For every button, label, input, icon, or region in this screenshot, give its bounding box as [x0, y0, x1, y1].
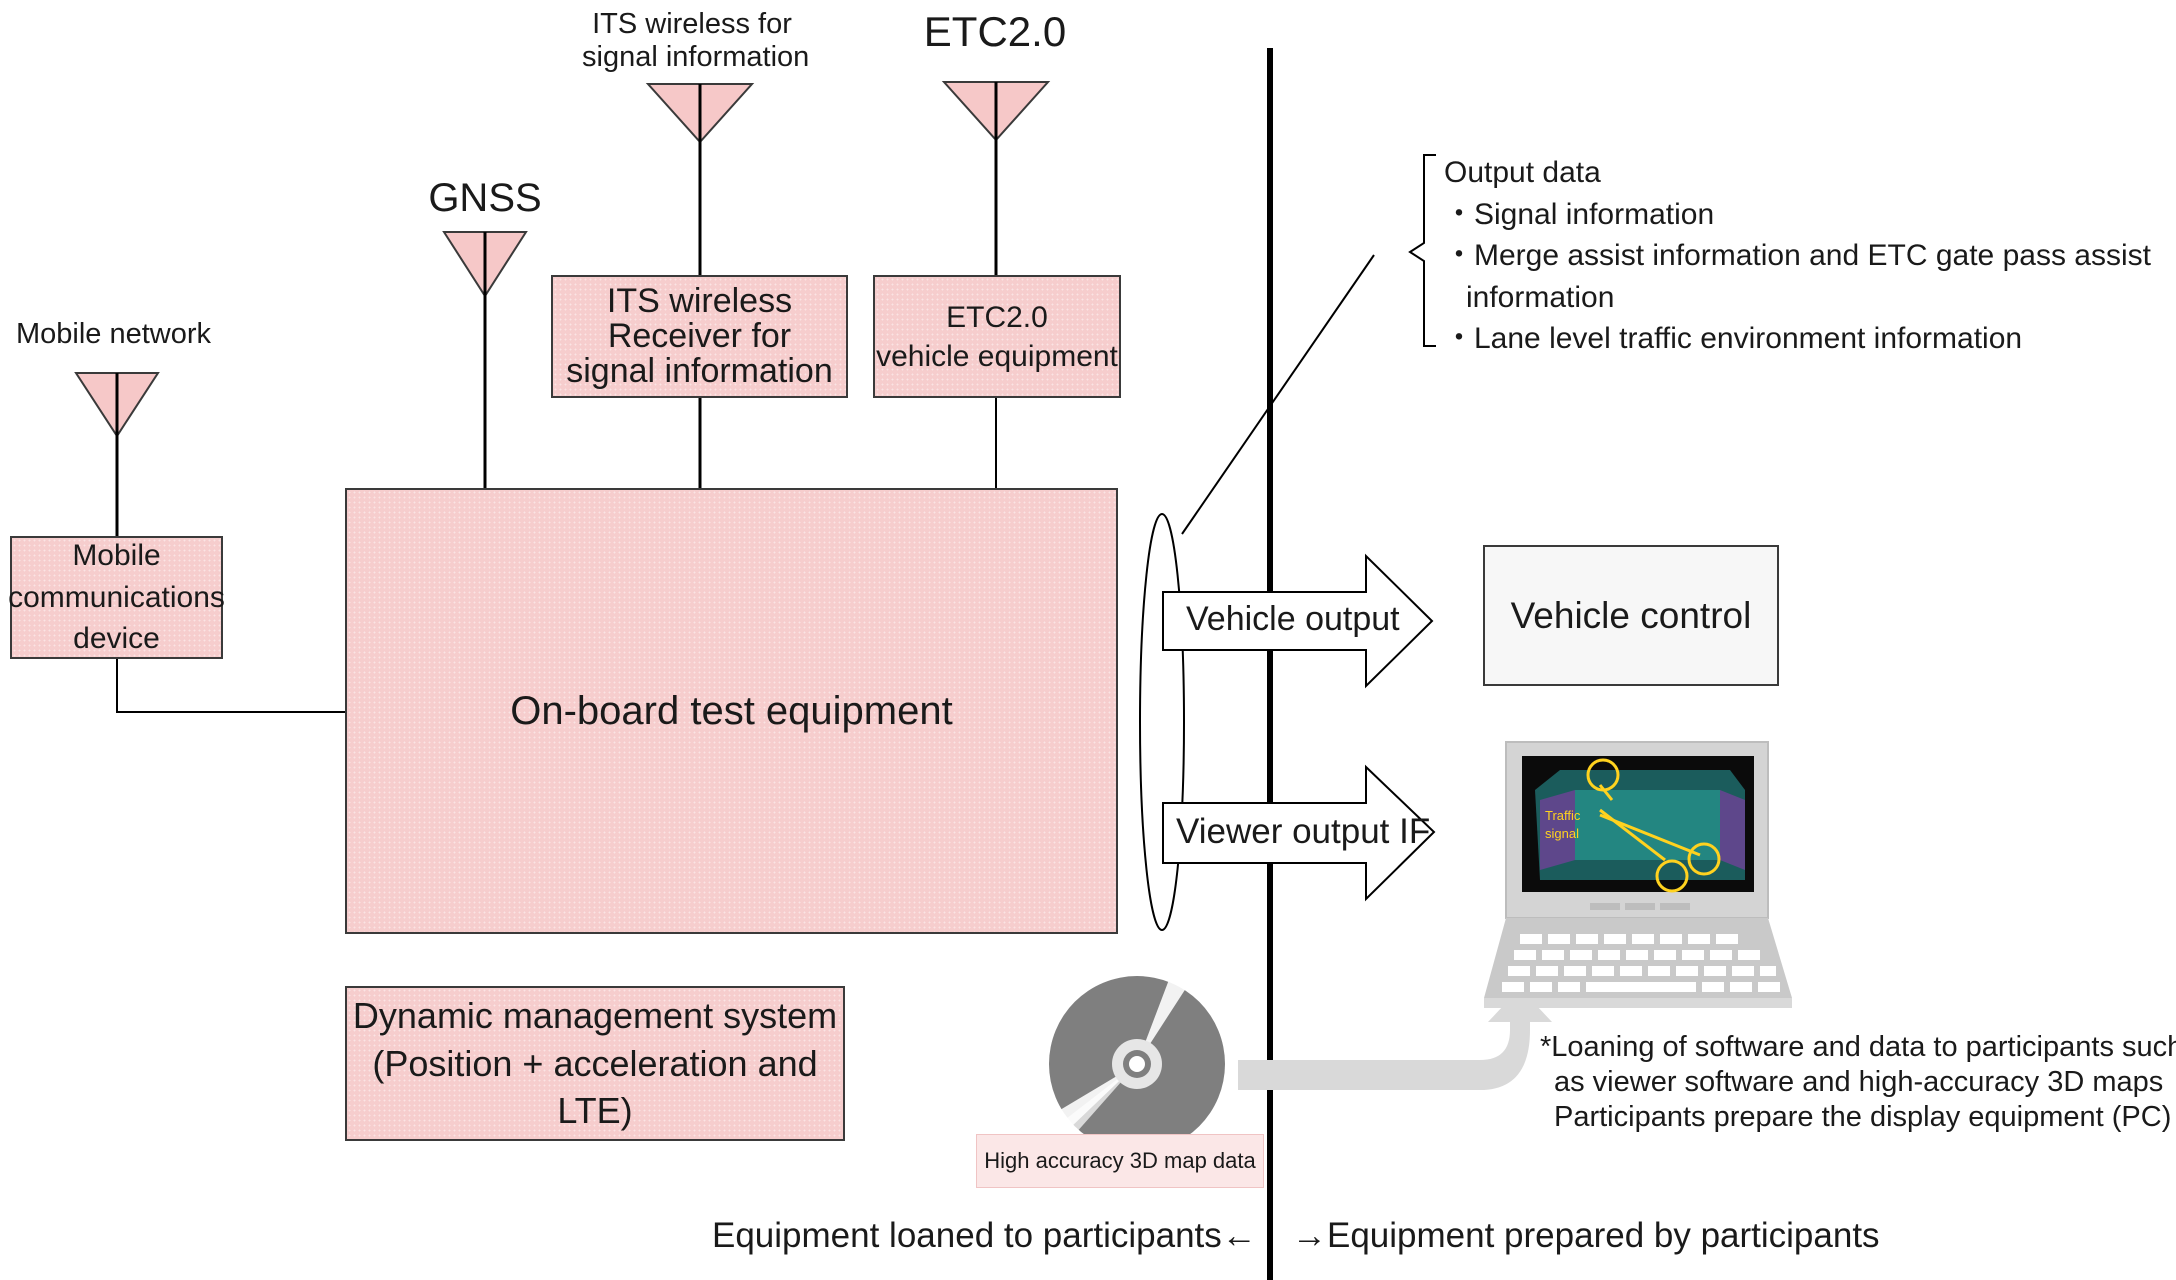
output-data-item-lane: ・Lane level traffic environment informat…	[1444, 322, 2023, 355]
vehicle-output-label: Vehicle output	[1186, 600, 1400, 638]
disc-icon	[1049, 976, 1225, 1152]
its-receiver-line2: Receiver for	[607, 316, 792, 355]
output-data-item-merge: ・Merge assist information and ETC gate p…	[1444, 239, 2151, 272]
map-data-label: High accuracy 3D map data	[976, 1134, 1264, 1188]
laptop-icon: Traffic signal	[1484, 741, 1792, 1008]
output-brace	[1408, 154, 1436, 347]
output-data-item-signal: ・Signal information	[1444, 197, 1715, 231]
vehicle-control-box: Vehicle control	[1483, 545, 1779, 686]
etc-equipment-line2: vehicle equipment	[876, 339, 1118, 373]
screen-label-line1: Traffic	[1545, 808, 1581, 823]
keyboard-keys	[1502, 934, 1780, 992]
onboard-test-equipment-box: On-board test equipment	[345, 488, 1118, 934]
screen-label-line2: signal	[1545, 826, 1579, 841]
etc-antenna-label: ETC2.0	[923, 8, 1067, 55]
output-data-block: Output data ・Signal information ・Merge a…	[1444, 152, 2151, 360]
output-ellipse	[1139, 513, 1185, 931]
dynamic-management-box: Dynamic management system (Position + ac…	[345, 986, 845, 1141]
footer-right-label: →Equipment prepared by participants	[1292, 1216, 1880, 1255]
mobile-antenna-icon	[74, 372, 160, 536]
etc-equipment-line1: ETC2.0	[946, 300, 1048, 334]
vehicle-control-label: Vehicle control	[1510, 594, 1752, 636]
viewer-output-arrow	[1162, 764, 1436, 902]
its-receiver-line1: ITS wireless	[606, 281, 793, 320]
loan-note-line1: *Loaning of software and data to partici…	[1540, 1031, 2176, 1063]
its-receiver-box: ITS wireless Receiver for signal informa…	[551, 275, 848, 398]
footer-left-label: Equipment loaned to participants←	[712, 1216, 1257, 1255]
mobile-connector	[116, 659, 346, 713]
gnss-antenna-label: GNSS	[428, 176, 542, 220]
loan-note-line2: as viewer software and high-accuracy 3D …	[1554, 1066, 2164, 1098]
mobile-device-line3: device	[73, 622, 160, 656]
onboard-label: On-board test equipment	[510, 688, 953, 733]
map-flow-arrow	[1238, 988, 1552, 1090]
its-antenna-label-line1: ITS wireless for	[592, 8, 792, 40]
viewer-output-label: Viewer output IF	[1176, 812, 1431, 851]
mobile-device-line2: communications	[8, 580, 225, 614]
mobile-device-line1: Mobile	[72, 539, 161, 573]
etc-antenna-icon	[941, 81, 1051, 275]
loan-note: *Loaning of software and data to partici…	[1540, 1030, 2176, 1135]
dynamic-management-line1: Dynamic management system	[352, 995, 838, 1037]
gnss-antenna-icon	[442, 231, 528, 488]
output-data-title: Output data	[1444, 156, 1601, 189]
mobile-device-box: Mobile communications device	[8, 536, 225, 659]
leader-line	[1181, 254, 1375, 535]
loan-note-line3: Participants prepare the display equipme…	[1554, 1101, 2172, 1133]
output-data-item-merge-cont: information	[1466, 280, 1615, 314]
dynamic-management-line2: (Position + acceleration and LTE)	[372, 1042, 818, 1132]
its-antenna-label-line2: signal information	[582, 41, 810, 74]
vehicle-output-arrow	[1162, 553, 1434, 689]
its-antenna-icon	[645, 83, 755, 275]
its-receiver-line3: signal information	[566, 352, 833, 390]
mobile-antenna-label: Mobile network	[16, 318, 212, 350]
etc-equipment-box: ETC2.0 vehicle equipment	[873, 275, 1121, 398]
its-antenna-label: ITS wireless for signal information	[582, 8, 810, 75]
